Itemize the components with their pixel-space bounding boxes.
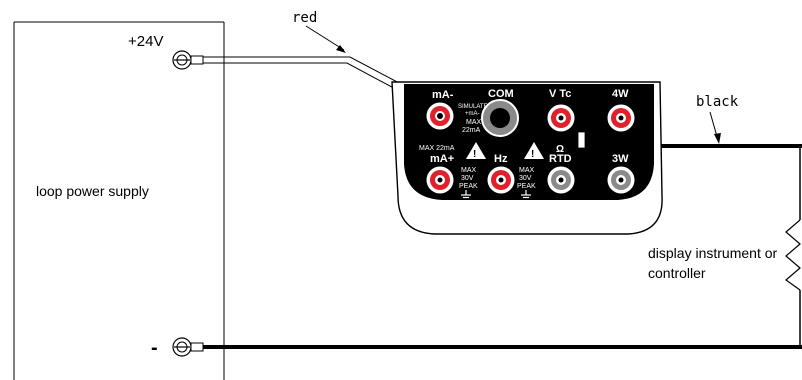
black-wire-label: black	[696, 94, 739, 110]
note-max-hz3: PEAK	[517, 183, 536, 190]
note-max-left: MAX 22mA	[419, 145, 455, 152]
note-max-top-val: 22mA	[462, 127, 481, 134]
terminal-4w	[606, 103, 636, 133]
minus-label: -	[151, 337, 158, 359]
black-label-arrowhead	[714, 133, 721, 144]
label-com: COM	[488, 88, 514, 100]
screw-terminal-icon	[172, 337, 204, 357]
rtd-resistor-icon	[577, 131, 586, 149]
note-max-rtd1: MAX	[461, 167, 477, 174]
label-ma-minus: mA-	[432, 89, 454, 101]
terminal-ma-plus	[425, 165, 455, 195]
note-max-rtd3: PEAK	[459, 183, 478, 190]
screw-terminal-icon	[172, 50, 204, 70]
label-omega: Ω	[556, 144, 564, 155]
probe-tip-ma-minus	[437, 113, 443, 119]
note-max-hz2: 30V	[519, 175, 532, 182]
terminal-vtc	[546, 103, 576, 133]
warning-icon: !	[524, 142, 544, 160]
label-4w: 4W	[612, 88, 629, 100]
red-wire-label: red	[292, 10, 317, 26]
supply-label: loop power supply	[36, 183, 149, 199]
red-label-arrowhead	[336, 45, 346, 53]
note-simulate: SIMULATE	[458, 104, 488, 110]
note-sim-polarity: +mA-	[465, 111, 480, 117]
plus-24v-label: +24V	[128, 33, 163, 50]
load-label-line2: controller	[648, 265, 706, 281]
load-label-line1: display instrument or	[648, 245, 778, 261]
red-label-leader	[305, 25, 345, 51]
svg-text:!: !	[531, 149, 534, 160]
note-max-hz1: MAX	[519, 167, 535, 174]
plus-24v-terminal: +24V	[128, 33, 204, 70]
note-max-top: MAX	[466, 119, 482, 126]
terminal-rtd	[546, 165, 576, 195]
terminal-hz	[486, 165, 516, 195]
ground-icon	[461, 190, 471, 199]
svg-text:!: !	[473, 149, 476, 160]
minus-terminal: -	[151, 337, 204, 359]
label-3w: 3W	[612, 153, 629, 165]
warning-icon: !	[466, 142, 486, 160]
load-resistor	[785, 146, 801, 347]
label-vtc: V Tc	[549, 88, 571, 100]
label-hz: Hz	[494, 153, 508, 165]
loop-power-supply: loop power supply	[13, 21, 225, 380]
note-max-rtd2: 30V	[461, 175, 474, 182]
terminal-3w	[606, 165, 636, 195]
ground-icon	[521, 190, 531, 199]
label-ma-plus: mA+	[430, 153, 454, 165]
terminal-com	[481, 99, 519, 137]
label-rtd: RTD	[549, 153, 572, 165]
